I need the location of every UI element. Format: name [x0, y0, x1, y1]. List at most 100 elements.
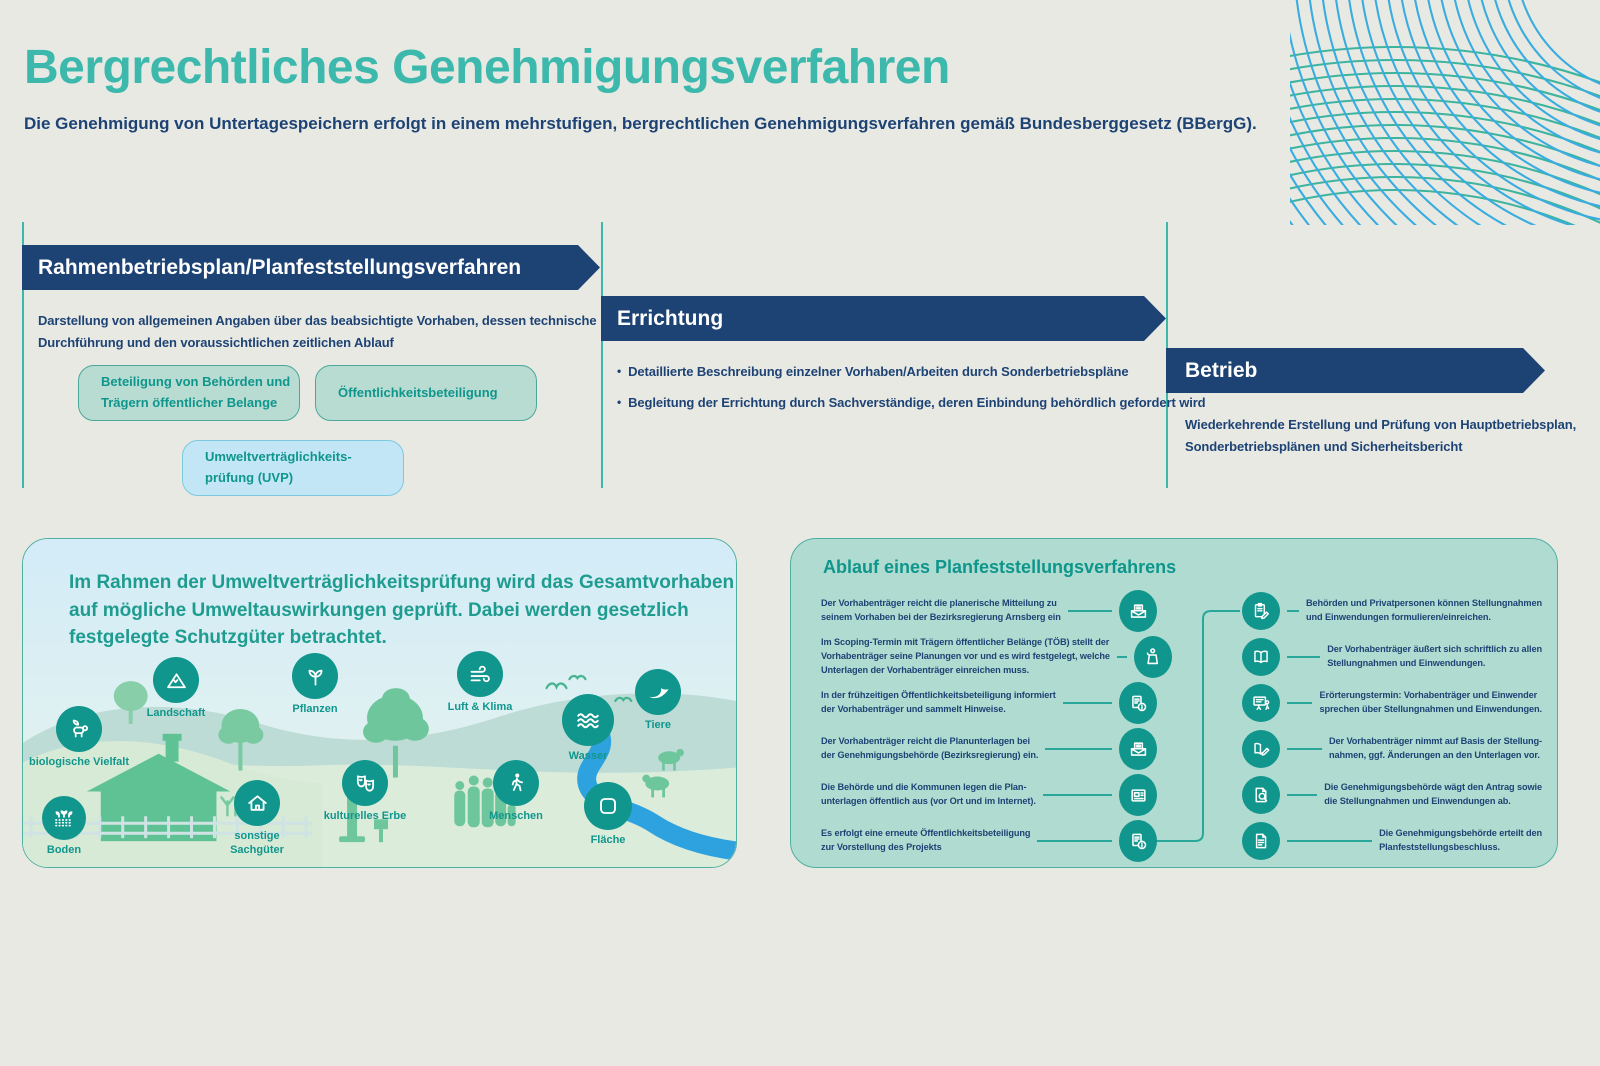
schutzgut-item: Landschaft: [111, 657, 241, 721]
planfeststellung-panel: Ablauf eines Planfeststellungsverfahrens…: [790, 538, 1558, 868]
process-step-text: Der Vorhabenträger äußert sich schriftli…: [1327, 644, 1542, 668]
process-step: Es erfolgt eine erneute Öffentlichkeitsb…: [821, 811, 1157, 871]
open-book-icon: [1254, 650, 1268, 664]
schutzgut-item: Menschen: [451, 760, 581, 824]
stage-banner-label: Rahmenbetriebsplan/Planfeststellungsverf…: [38, 255, 522, 279]
process-step: Die Behörde und die Kommunen legen die P…: [821, 765, 1157, 825]
schutzgut-item: biologische Vielfalt: [23, 706, 144, 770]
step-connector-line: [1045, 748, 1112, 750]
schutzgut-label: Tiere: [644, 719, 672, 731]
schutzgut-label: biologische Vielfalt: [28, 756, 130, 768]
process-step-text: Der Vorhabenträger reicht die planerisch…: [821, 598, 1061, 622]
step-connector-line: [1287, 702, 1313, 704]
mail-in-icon: [1130, 603, 1146, 618]
step-connector-line: [1287, 610, 1299, 612]
wind-icon: [470, 665, 490, 682]
theater-masks-icon: [356, 774, 374, 792]
schutzgut-label: Menschen: [489, 810, 543, 822]
corner-line-decoration: [1290, 0, 1600, 225]
schutzgut-label: Fläche: [590, 834, 626, 846]
mountain-icon: [166, 672, 186, 688]
stage-banner-rahmenbetriebsplan: Rahmenbetriebsplan/Planfeststellungsverf…: [22, 245, 600, 290]
process-step-text: In der frühzeitigen Öffentlichkeitsbetei…: [821, 690, 1056, 714]
step-connector-line: [1062, 702, 1112, 704]
landscape-illustration: [23, 539, 736, 867]
process-step: Die Genehmigungsbehörde wägt den Antrag …: [1242, 765, 1542, 825]
birds: [545, 674, 633, 703]
schutzgut-item: Tiere: [593, 669, 723, 733]
process-step: Der Vorhabenträger reicht die planerisch…: [821, 581, 1157, 641]
bullet-dot: •: [617, 364, 622, 378]
page-subtitle: Die Genehmigung von Untertagespeichern e…: [24, 114, 1257, 133]
presentation-icon: [1253, 696, 1270, 710]
process-step: Erörterungstermin: Vorhabenträger und Ei…: [1242, 673, 1542, 733]
tree: [363, 688, 429, 778]
schutzgut-label: Landschaft: [146, 707, 206, 719]
clipboard-pencil-icon: [1254, 602, 1269, 620]
process-step-text: Erörterungstermin: Vorhabenträger und Ei…: [1319, 690, 1542, 714]
soil-icon: [55, 810, 74, 827]
schutzgut-label: Luft & Klima: [447, 701, 513, 713]
step-connector-line: [1067, 610, 1112, 612]
process-step-text: Die Genehmigungsbehörde wägt den Antrag …: [1324, 782, 1542, 806]
house-icon: [247, 794, 267, 811]
bush: [220, 796, 242, 817]
schutzgut-label: kulturelles Erbe: [323, 810, 407, 822]
walking-person-icon: [511, 772, 523, 791]
podium-speaker-icon: [1147, 647, 1159, 664]
schutzgut-label: Boden: [46, 844, 82, 856]
document-info-icon: [1131, 833, 1146, 849]
tree: [218, 708, 264, 771]
stage-bullet: • Begleitung der Errichtung durch Sachve…: [617, 395, 1206, 410]
step-connector-line: [1287, 794, 1318, 796]
process-step: In der frühzeitigen Öffentlichkeitsbetei…: [821, 673, 1157, 733]
process-step-text: Der Vorhabenträger nimmt auf Basis der S…: [1328, 736, 1542, 760]
uvp-panel: Im Rahmen der Umweltverträglichkeitsprüf…: [22, 538, 737, 868]
schutzgut-item: Wasser: [523, 694, 653, 764]
step-connector-line: [1287, 748, 1322, 750]
newspaper-icon: [1130, 788, 1146, 802]
bullet-dot: •: [617, 395, 622, 409]
page-title: Bergrechtliches Genehmigungsverfahren: [24, 41, 950, 94]
bird-icon: [648, 687, 669, 698]
schutzgut-item: Pflanzen: [250, 653, 380, 717]
stage-description-rahmenbetriebsplan: Darstellung von allgemeinen Angaben über…: [38, 313, 597, 350]
process-step-text: Es erfolgt eine erneute Öffentlichkeitsb…: [821, 828, 1031, 852]
process-step-text: Behörden und Privatpersonen können Stell…: [1305, 598, 1542, 622]
step-connector-line: [1037, 840, 1112, 842]
book-pencil-icon: [1254, 742, 1270, 756]
step-connector-line: [1116, 656, 1127, 658]
stage-banner-betrieb: Betrieb: [1166, 348, 1545, 393]
step-connector-line: [1287, 656, 1321, 658]
schutzgut-item: Fläche: [543, 782, 673, 848]
schutzgut-label: sonstige Sachgüter: [230, 830, 284, 856]
step-connector-line: [1287, 840, 1373, 842]
process-step-text: Die Behörde und die Kommunen legen die P…: [821, 782, 1036, 806]
process-panel-title: Ablauf eines Planfeststellungsverfahrens: [823, 557, 1177, 577]
stage-tag: Umweltverträglichkeits- prüfung (UVP): [182, 440, 404, 496]
process-step: Der Vorhabenträger nimmt auf Basis der S…: [1242, 719, 1542, 779]
stage-tag: Beteiligung von Behörden und Trägern öff…: [78, 365, 300, 421]
process-step: Im Scoping-Termin mit Trägern öffentlich…: [821, 627, 1172, 687]
waves-icon: [577, 713, 599, 729]
schutzgut-label: Wasser: [568, 750, 608, 762]
mail-in-icon: [1130, 741, 1146, 756]
schutzgut-item: Boden: [23, 796, 129, 858]
document-icon: [1255, 833, 1267, 849]
process-step-text: Im Scoping-Termin mit Trägern öffentlich…: [821, 637, 1110, 675]
stage-banner-label: Betrieb: [1185, 358, 1258, 382]
stage-separator: [601, 222, 603, 488]
process-step: Die Genehmigungsbehörde erteilt den Plan…: [1242, 811, 1542, 871]
schutzgut-item: sonstige Sachgüter: [192, 780, 322, 858]
schutzgut-item: Luft & Klima: [415, 651, 545, 715]
uvp-heading: Im Rahmen der Umweltverträglichkeitsprüf…: [69, 572, 735, 649]
process-step: Behörden und Privatpersonen können Stell…: [1242, 581, 1542, 641]
process-step-text: Der Vorhabenträger reicht die Planunterl…: [821, 736, 1039, 760]
step-connector-line: [1042, 794, 1112, 796]
stage-separator: [22, 222, 24, 488]
biodiversity-icon: [72, 719, 88, 737]
process-step: Der Vorhabenträger äußert sich schriftli…: [1242, 627, 1542, 687]
people-silhouettes: [454, 775, 516, 828]
sprout-icon: [308, 669, 322, 685]
